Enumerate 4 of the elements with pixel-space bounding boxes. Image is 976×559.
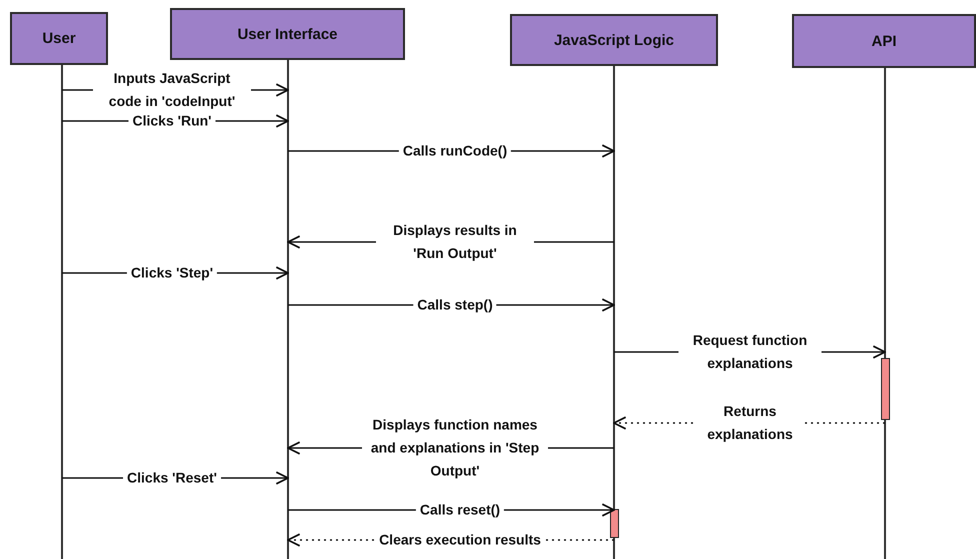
participant-name: API <box>871 32 896 50</box>
participant-name: JavaScript Logic <box>554 32 674 48</box>
participant-name: User <box>42 30 76 47</box>
participant-name: User Interface <box>237 26 338 42</box>
